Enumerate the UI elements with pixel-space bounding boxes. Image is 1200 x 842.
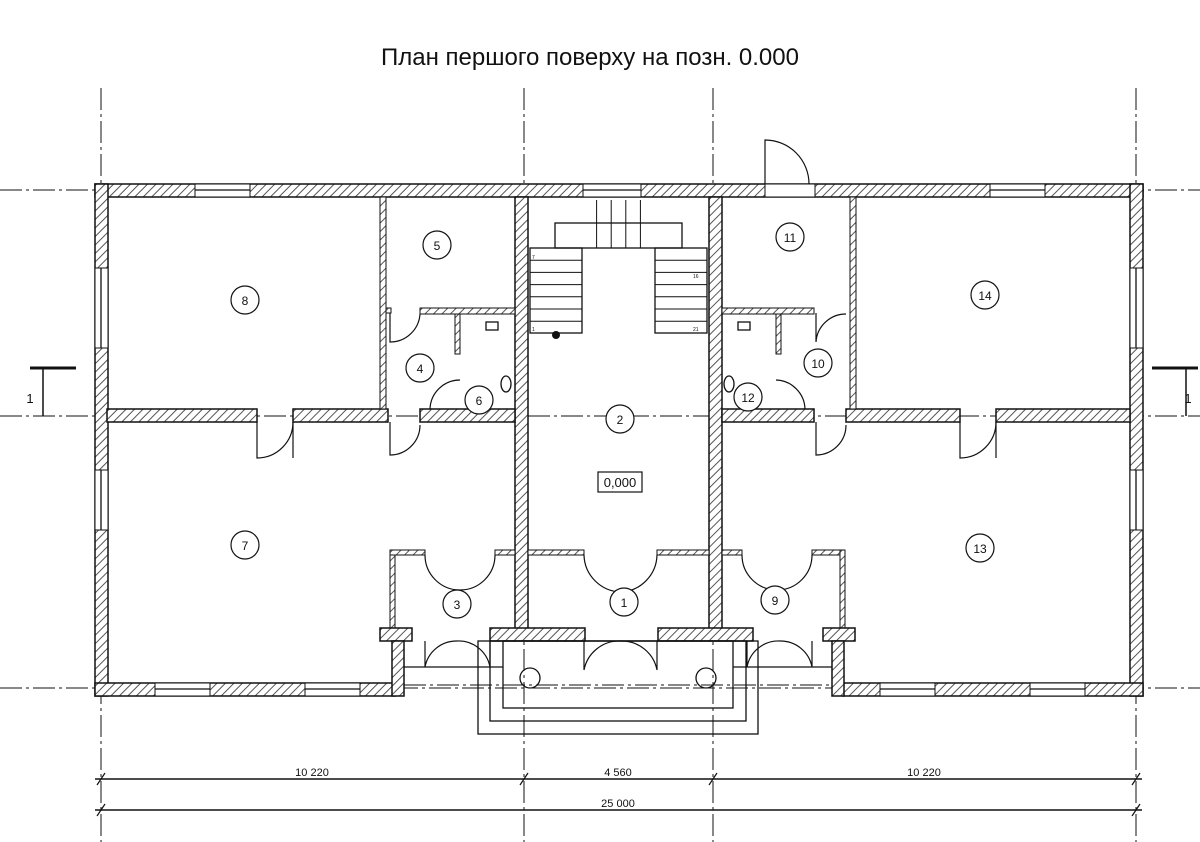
room-9: 9: [760, 585, 790, 615]
room-13: 13: [965, 533, 995, 563]
room-number: 9: [772, 594, 779, 608]
level-mark-text: 0,000: [604, 475, 637, 490]
step-number: 7: [532, 255, 535, 261]
room-8: 8: [230, 285, 260, 315]
room-3: 3: [442, 589, 472, 619]
room-12: 12: [733, 382, 763, 412]
section-marker-right: 1: [1152, 366, 1198, 416]
windows: [94, 183, 1144, 697]
room-number: 13: [973, 542, 987, 556]
level-mark: 0,000: [597, 471, 643, 493]
grid-axes: [0, 88, 1200, 842]
dimension-lines: 10 220 4 560 10 220 25 000: [95, 767, 1142, 817]
room-number: 14: [978, 289, 992, 303]
drawing-title: План першого поверху на позн. 0.000: [381, 44, 799, 71]
room-6: 6: [464, 385, 494, 415]
step-number: 16: [693, 274, 699, 280]
dimension-total: 25 000: [601, 798, 635, 810]
section-number: 1: [1184, 391, 1191, 406]
room-number: 12: [741, 391, 755, 405]
step-number: 21: [693, 327, 699, 333]
exterior-walls: [94, 183, 1144, 697]
room-number: 3: [454, 598, 461, 612]
room-2: 2: [605, 404, 635, 434]
room-7: 7: [230, 530, 260, 560]
dimension-right: 10 220: [907, 767, 941, 779]
dimension-middle: 4 560: [604, 767, 632, 779]
room-number: 4: [417, 362, 424, 376]
interior-walls: [106, 196, 1131, 697]
room-5: 5: [422, 230, 452, 260]
dimension-left: 10 220: [295, 767, 329, 779]
room-number: 11: [784, 231, 797, 245]
room-labels: 1 2 3 4 5 6 7 8 9 10 11 12 13 14: [230, 222, 1000, 619]
section-number: 1: [26, 391, 33, 406]
room-11: 11: [775, 222, 805, 252]
staircase: 7 1 16 21: [529, 200, 708, 339]
step-number: 1: [532, 327, 535, 333]
room-1: 1: [609, 587, 639, 617]
room-number: 2: [617, 413, 624, 427]
section-marker-left: 1: [26, 366, 76, 416]
room-number: 6: [476, 394, 483, 408]
room-10: 10: [803, 348, 833, 378]
room-4: 4: [405, 353, 435, 383]
room-number: 8: [242, 294, 249, 308]
room-14: 14: [970, 280, 1000, 310]
room-number: 5: [434, 239, 441, 253]
room-number: 7: [242, 539, 249, 553]
room-number: 1: [621, 596, 628, 610]
room-number: 10: [811, 357, 825, 371]
